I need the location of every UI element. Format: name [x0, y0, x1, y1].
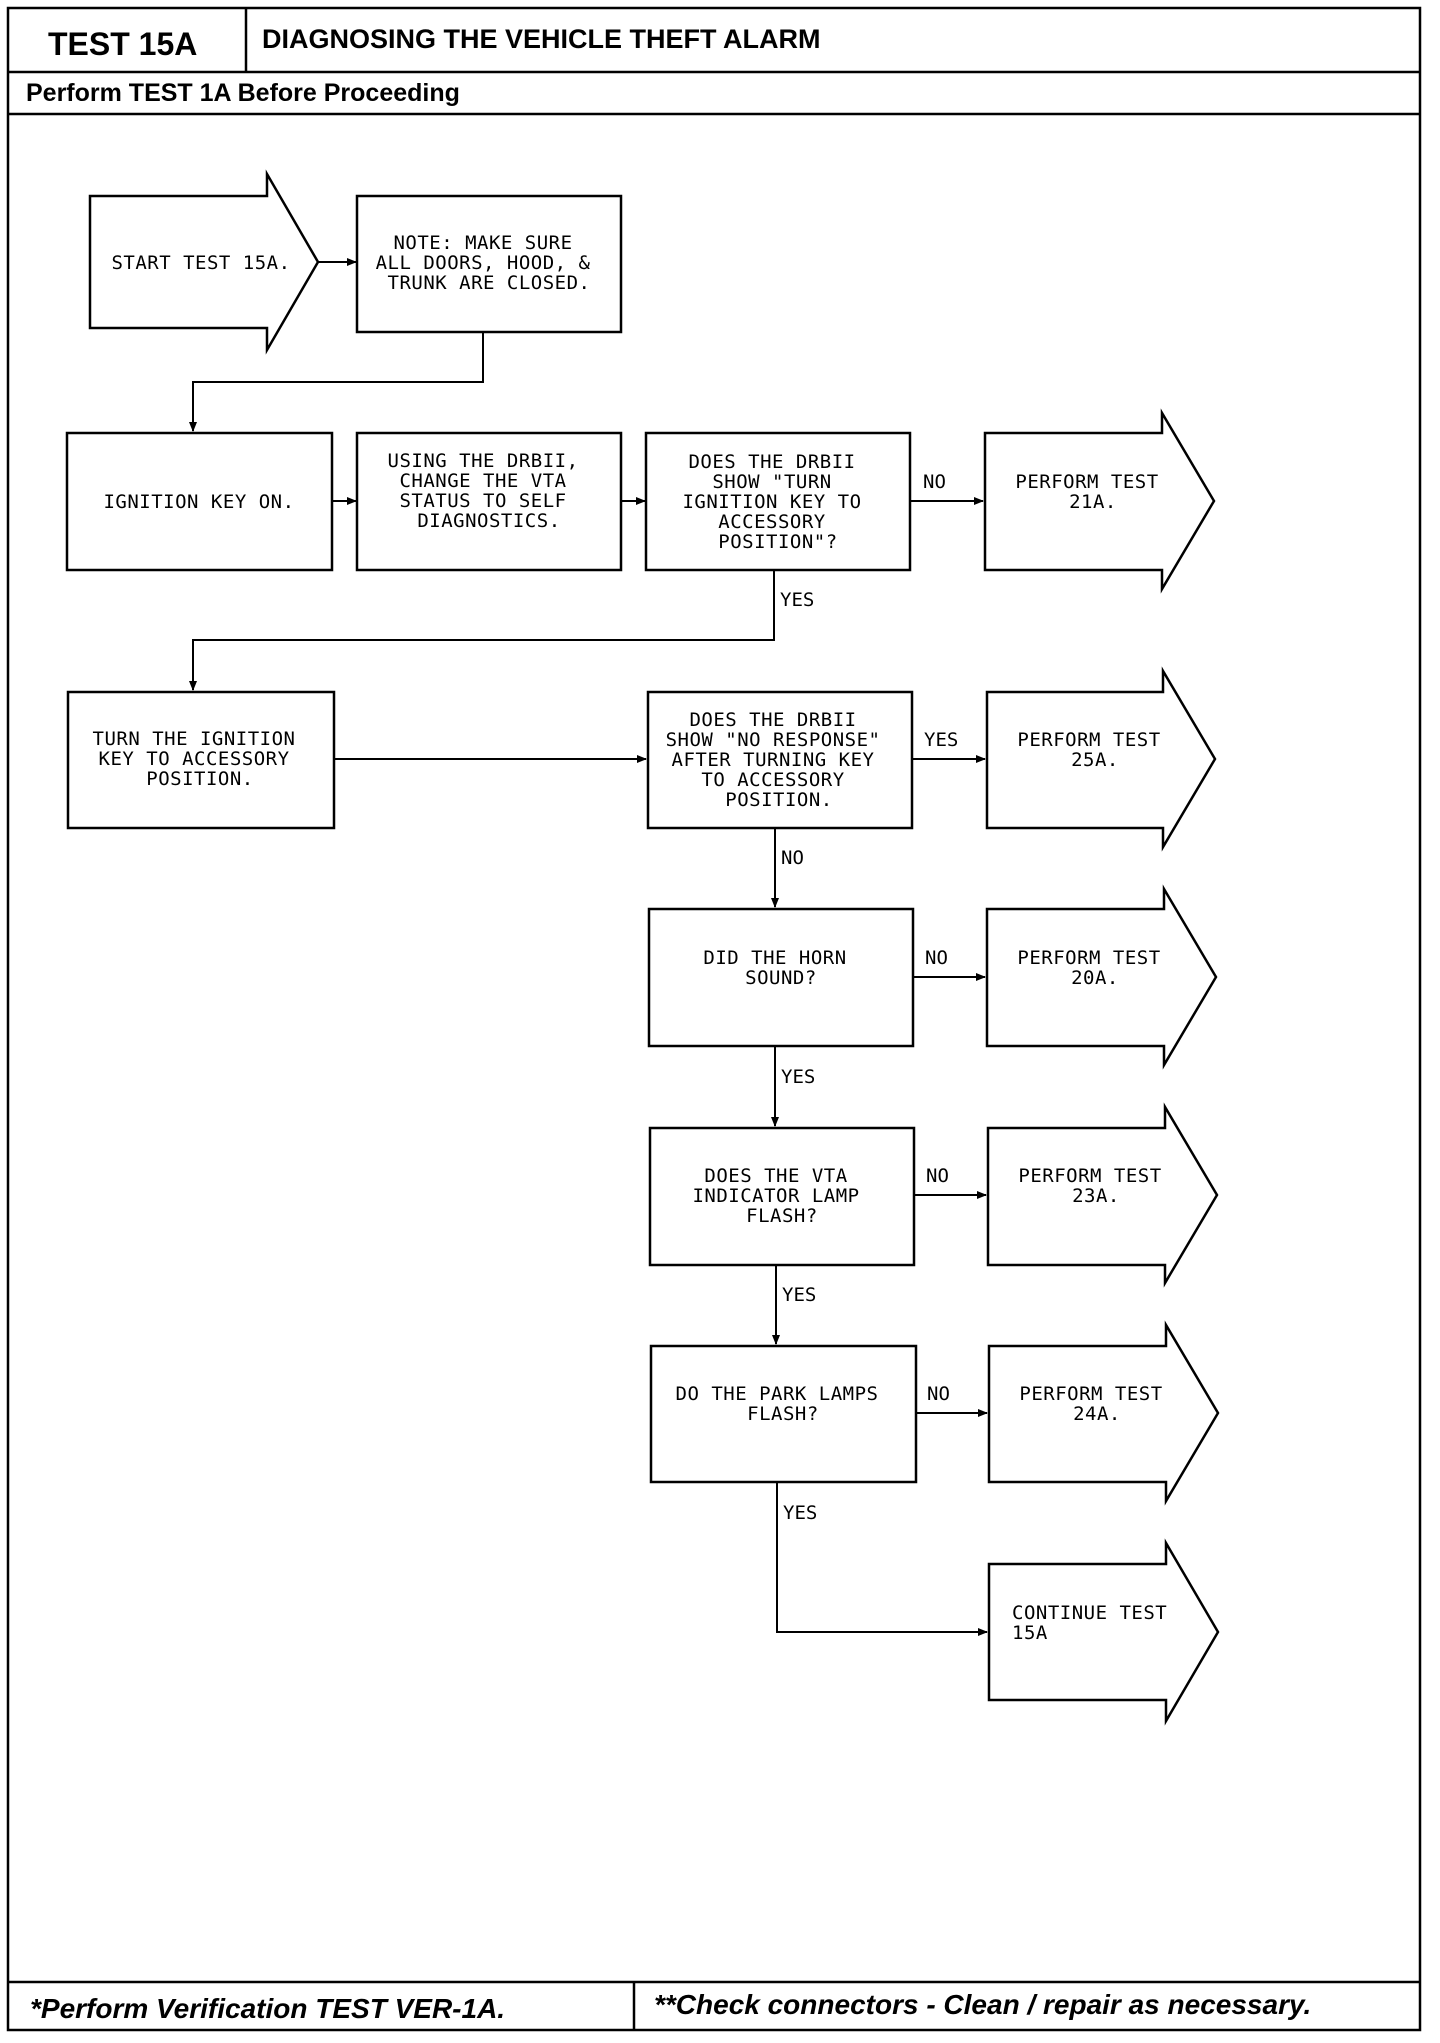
- label-yes: YES: [780, 589, 814, 611]
- outcome-21a-text: PERFORM TEST 21A.: [1015, 471, 1170, 513]
- start-text: START TEST 15A.: [111, 252, 290, 274]
- label-no: NO: [923, 471, 946, 493]
- outcome-24a-text: PERFORM TEST 24A.: [1019, 1383, 1174, 1425]
- outcome-23a-arrow: [986, 1102, 1219, 1288]
- label-no: NO: [926, 1165, 949, 1187]
- question-indicator-lamp-text: DOES THE VTA INDICATOR LAMP FLASH?: [692, 1165, 871, 1227]
- outcome-25a-text: PERFORM TEST 25A.: [1017, 729, 1172, 771]
- note-box: [355, 194, 623, 334]
- connector-note-ignition: [189, 332, 484, 432]
- note-text: NOTE: MAKE SURE ALL DOORS, HOOD, & TRUNK…: [376, 232, 603, 294]
- ignition-on-text: IGNITION KEY ON.: [103, 491, 294, 513]
- connector-q1-yes: [189, 570, 775, 691]
- ignition-on-box: [65, 431, 334, 572]
- question-horn-box: [647, 907, 915, 1048]
- outcome-25a-arrow: [985, 666, 1217, 852]
- question-horn-text: DID THE HORN SOUND?: [703, 947, 858, 989]
- label-yes: YES: [782, 1284, 816, 1306]
- question-turn-key-box: [644, 431, 912, 572]
- outcome-20a-text: PERFORM TEST 20A.: [1017, 947, 1172, 989]
- question-no-response-box: [646, 690, 914, 830]
- prerequisite-note: Perform TEST 1A Before Proceeding: [26, 79, 460, 107]
- start-arrow: [88, 169, 320, 355]
- page-frame: [6, 6, 1422, 2032]
- outcome-23a-text: PERFORM TEST 23A.: [1018, 1165, 1173, 1207]
- connectors: [189, 258, 988, 1636]
- footer-verification-note: *Perform Verification TEST VER-1A.: [30, 1993, 505, 2024]
- question-no-response-text: DOES THE DRBII SHOW "NO RESPONSE" AFTER …: [666, 709, 893, 811]
- label-no: NO: [927, 1383, 950, 1405]
- outcome-21a-arrow: [983, 408, 1216, 594]
- label-yes: YES: [783, 1502, 817, 1524]
- footer-connector-note: **Check connectors - Clean / repair as n…: [654, 1989, 1311, 2020]
- decision-labels: NO YES YES NO NO YES NO YES NO YES: [780, 471, 958, 1524]
- label-no: NO: [925, 947, 948, 969]
- label-yes: YES: [781, 1066, 815, 1088]
- outcome-24a-arrow: [987, 1320, 1220, 1506]
- label-no: NO: [781, 847, 804, 869]
- change-status-box: [355, 431, 623, 572]
- question-park-lamps-box: [649, 1344, 918, 1484]
- question-park-lamps-text: DO THE PARK LAMPS FLASH?: [676, 1383, 891, 1425]
- outcome-continue-text: CONTINUE TEST 15A: [1012, 1602, 1179, 1644]
- question-turn-key-text: DOES THE DRBII SHOW "TURN IGNITION KEY T…: [682, 451, 873, 553]
- page-title: DIAGNOSING THE VEHICLE THEFT ALARM: [262, 24, 821, 54]
- turn-key-box: [66, 690, 336, 830]
- label-yes: YES: [924, 729, 958, 751]
- change-status-text: USING THE DRBII, CHANGE THE VTA STATUS T…: [388, 450, 591, 532]
- test-id: TEST 15A: [48, 26, 197, 62]
- turn-key-text: TURN THE IGNITION KEY TO ACCESSORY POSIT…: [93, 728, 308, 790]
- connector-q5-yes: [776, 1482, 988, 1636]
- question-indicator-lamp-box: [648, 1126, 916, 1267]
- outcome-20a-arrow: [985, 884, 1218, 1070]
- outcome-continue-arrow: [987, 1538, 1220, 1726]
